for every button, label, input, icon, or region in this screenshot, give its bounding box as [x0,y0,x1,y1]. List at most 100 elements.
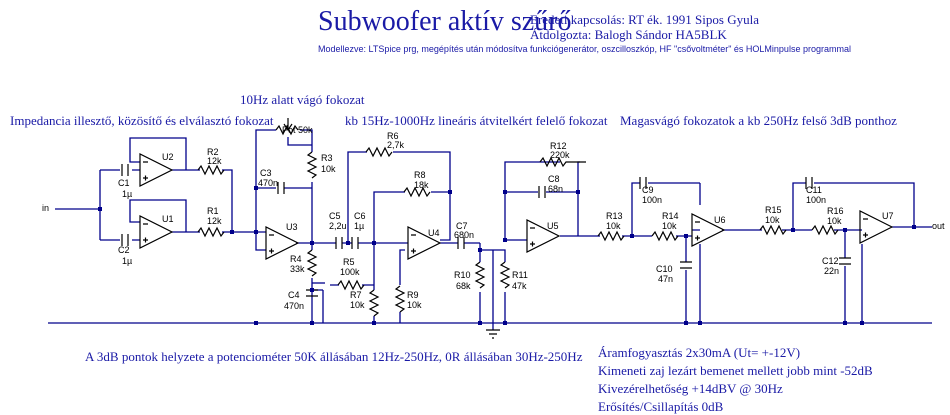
c4-value: 470n [284,301,304,311]
c1-value: 1µ [122,189,132,199]
opamp-U6-label: U6 [714,215,726,225]
c5-value: 2,2u [329,221,347,231]
r5-name: R5 [343,257,355,267]
note-drive: Kivezérelhetőség +14dBV @ 30Hz [598,381,783,396]
note-pot-points: A 3dB pontok helyzete a potenciométer 50… [85,349,583,364]
opamp-U3 [265,226,300,260]
opamp-U5-label: U5 [547,221,559,231]
r9-name: R9 [407,290,419,300]
resistor-R8 [403,186,431,198]
r1-value: 12k [207,216,222,226]
r15-name: R15 [765,205,782,215]
c10-name: C10 [656,264,673,274]
c2-value: 1µ [122,256,132,266]
r10-name: R10 [454,270,471,280]
opamp-U7 [859,210,894,244]
components [121,118,894,339]
c2-name: C2 [118,245,130,255]
c7-value: 680n [454,230,474,240]
capacitor-C11 [805,177,813,189]
c9-name: C9 [642,185,654,195]
r6-value: 2,7k [387,140,405,150]
r9-value: 10k [407,300,422,310]
r2-name: R2 [207,147,219,157]
opamp-U5 [526,219,561,253]
c9-value: 100n [642,195,662,205]
r15-value: 10k [765,215,780,225]
wires [48,129,932,330]
r12-value: 220k [550,150,570,160]
resistor-R2 [197,164,225,176]
opamp-U2 [139,153,174,187]
resistor-R14 [651,230,679,242]
resistor-R9 [394,285,406,313]
resistor-R13 [597,230,625,242]
capacitor-C12 [839,257,851,265]
resistor-R16 [811,224,839,236]
r7-value: 10k [350,300,365,310]
c1-name: C1 [118,178,130,188]
capacitor-C1 [121,164,129,176]
component-labels: in out U2 U1 U3 U4 U5 U6 U7 C1 1µ C2 1µ … [42,125,945,311]
r11-value: 47k [512,281,527,291]
opamp-U4 [407,226,442,260]
c8-name: C8 [548,174,560,184]
c6-name: C6 [354,211,366,221]
input-label: in [42,203,49,213]
c5-name: C5 [329,211,341,221]
r3-name: R3 [321,153,333,163]
note-gain: Erősítés/Csillapítás 0dB [598,399,724,414]
section-cut10: 10Hz alatt vágó fokozat [240,92,365,107]
ground-symbol [486,329,500,339]
c11-name: C11 [806,185,822,195]
r5-value: 100k [340,267,360,277]
section-linear: kb 15Hz-1000Hz lineáris átvitelkért fele… [345,113,608,128]
resistor-R3 [306,151,318,179]
note-current: Áramfogyasztás 2x30mA (Ut= +-12V) [598,345,801,360]
r2-value: 12k [207,156,222,166]
capacitor-C6 [351,237,359,249]
resistor-R5 [337,279,365,291]
credit-adapted: Átdolgozta: Balogh Sándor HA5BLK [530,27,727,42]
r10-value: 68k [456,281,471,291]
c3-value: 470n [258,178,278,188]
opamp-U4-label: U4 [428,228,440,238]
capacitor-C2 [121,234,129,246]
c12-name: C12 [822,256,839,266]
capacitor-C3 [277,182,285,194]
r12-name: R12 [550,141,567,151]
capacitor-C7 [457,237,465,249]
resistor-R12 [539,156,586,168]
r6-name: R6 [387,131,399,141]
c8-value: 68n [548,184,563,194]
capacitor-C8 [538,186,546,198]
modeled-with-note: Modellezve: LTSpice prg, megépítés után … [318,44,851,54]
c10-value: 47n [658,274,673,284]
r8-value: 18k [414,180,429,190]
resistor-R6 [365,146,393,158]
potentiometer [275,118,299,136]
capacitor-C9 [639,177,647,189]
r16-value: 10k [827,216,842,226]
r14-name: R14 [662,211,679,221]
opamp-U1-label: U1 [162,214,174,224]
r13-value: 10k [606,221,621,231]
note-noise: Kimeneti zaj lezárt bemenet mellett jobb… [598,363,873,378]
c4-name: C4 [288,290,300,300]
opamp-U3-label: U3 [286,222,298,232]
page-title: Subwoofer aktív szűrő [318,6,572,37]
resistor-R1 [197,226,225,238]
r7-name: R7 [350,290,362,300]
output-label: out [932,221,945,231]
c12-value: 22n [824,266,839,276]
resistor-R10 [474,261,486,289]
r13-name: R13 [606,211,623,221]
junction-nodes [98,186,916,325]
resistor-R15 [759,224,787,236]
resistor-R4 [306,249,318,277]
section-impedance: Impedancia illesztő, közösítő és elválas… [10,113,274,128]
r3-value: 10k [321,164,336,174]
r11-name: R11 [512,270,528,280]
